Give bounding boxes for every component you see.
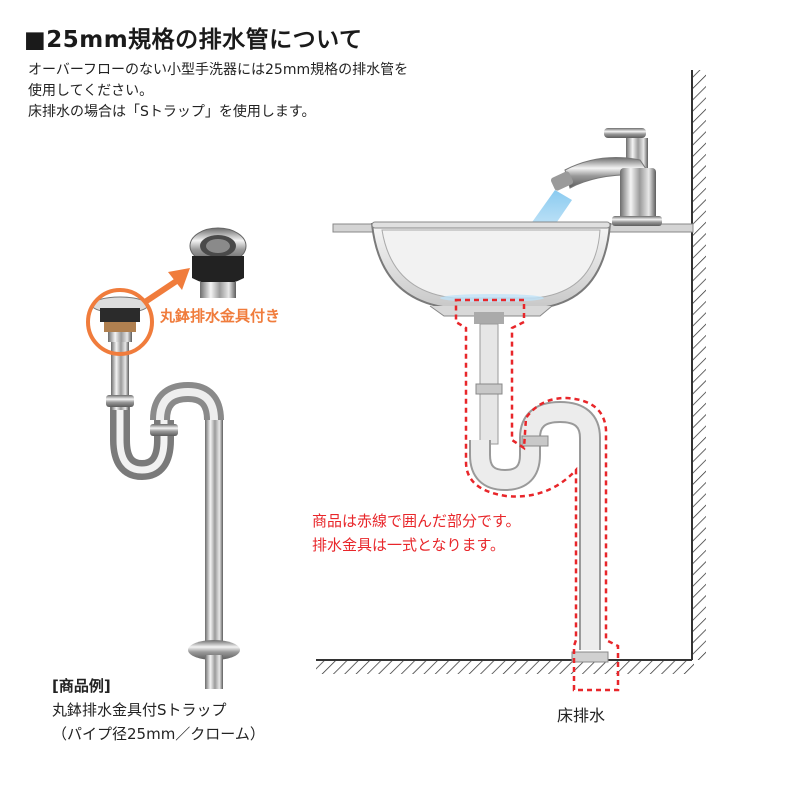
floor	[316, 659, 694, 674]
faucet	[550, 128, 662, 226]
basin	[370, 221, 612, 317]
callout-label: 丸鉢排水金具付き	[160, 307, 281, 325]
note-line: 商品は赤線で囲んだ部分です。	[312, 512, 521, 530]
note-line: 排水金具は一式となります。	[312, 536, 506, 554]
intro-line: 床排水の場合は「Sトラップ」を使用します。	[28, 104, 316, 120]
page-title: ■25mm規格の排水管について	[24, 27, 363, 53]
floor-drain-label: 床排水	[557, 706, 606, 725]
product-note: 商品は赤線で囲んだ部分です。 排水金具は一式となります。	[312, 509, 521, 557]
drain-fitting-detail-image	[189, 227, 247, 298]
example-name: 丸鉢排水金具付Sトラップ	[52, 701, 227, 719]
callout-ring	[86, 288, 154, 356]
product-example: [商品例] 丸鉢排水金具付Sトラップ （パイプ径25mm／クローム）	[52, 674, 265, 746]
drain-pipe	[469, 312, 609, 663]
s-trap-product-image	[91, 296, 240, 689]
intro-line: 使用してください。	[28, 83, 154, 99]
callout-arrow	[143, 268, 190, 305]
intro-line: オーバーフローのない小型手洗器には25mm規格の排水管を	[28, 62, 409, 78]
intro-text: オーバーフローのない小型手洗器には25mm規格の排水管を 使用してください。 床…	[28, 60, 408, 123]
wall	[691, 70, 706, 660]
example-heading: [商品例]	[52, 677, 111, 695]
example-spec: （パイプ径25mm／クローム）	[52, 725, 265, 743]
product-outline	[454, 298, 620, 692]
